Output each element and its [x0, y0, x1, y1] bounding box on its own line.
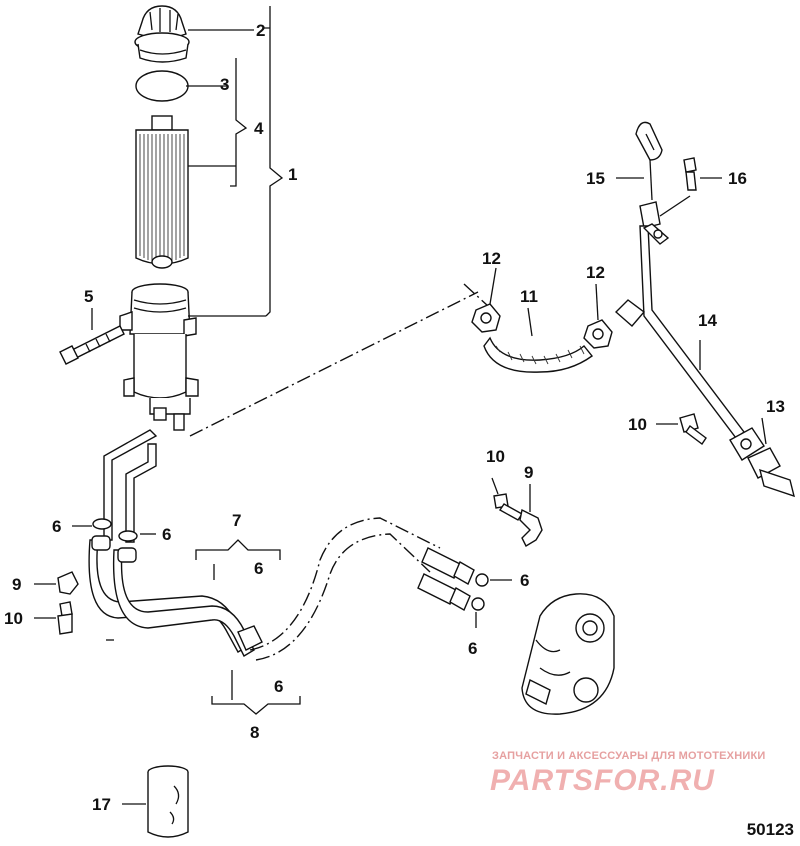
oil-line-upper: [103, 429, 158, 543]
callout-6-bracket-7: 6: [254, 559, 263, 578]
clip-9-center: [519, 508, 543, 547]
callout-12-left: 12: [482, 249, 501, 268]
callout-16: 16: [728, 169, 747, 188]
housing-bolt: [59, 325, 125, 365]
callout-7: 7: [232, 511, 241, 530]
callout-10-center: 10: [486, 447, 505, 466]
bracket-7: [195, 539, 281, 580]
filter-element: [135, 115, 189, 269]
callout-11: 11: [520, 287, 538, 306]
screw-16: [683, 157, 697, 191]
callout-1: 1: [288, 165, 297, 184]
bracket-8: [211, 670, 301, 715]
callout-10-right: 10: [628, 415, 647, 434]
screw-10-left: [57, 601, 73, 635]
tube-adapter: [729, 427, 795, 498]
callout-9-center: 9: [524, 463, 533, 482]
dipstick-tube: [614, 223, 745, 439]
callout-12-right: 12: [586, 263, 605, 282]
dipstick: [635, 121, 663, 229]
callout-6-right-a: 6: [520, 571, 529, 590]
screw-10-center: [493, 493, 524, 521]
callout-9-left: 9: [12, 575, 21, 594]
callout-15: 15: [586, 169, 605, 188]
bracket-1: [264, 6, 284, 317]
screw-10-right-tube: [679, 413, 707, 446]
callout-2: 2: [256, 21, 265, 40]
oil-pump: [521, 593, 615, 715]
callout-4: 4: [254, 119, 264, 138]
hose-clamp-left: [471, 303, 501, 333]
leader-lines: [34, 177, 767, 805]
oil-filter-cartridge: [147, 765, 189, 838]
callout-10-left: 10: [4, 609, 23, 628]
callout-8: 8: [250, 723, 259, 742]
vent-hose: [483, 336, 594, 373]
cap-seal-ring: [135, 70, 189, 102]
watermark-logo: PARTSFOR.RU: [490, 764, 715, 797]
callout-6-left: 6: [52, 517, 61, 536]
callout-13: 13: [766, 397, 785, 416]
callout-3: 3: [220, 75, 229, 94]
oil-filler-cap: [134, 5, 190, 63]
bracket-3-4: [230, 58, 248, 187]
callout-6-left-b: 6: [162, 525, 171, 544]
callout-6-right-b: 6: [468, 639, 477, 658]
diagram-reference-number: 50123: [746, 820, 794, 839]
callout-6-bracket-8: 6: [274, 677, 283, 696]
oil-line-hoses: [88, 535, 263, 657]
oil-line-route: [249, 517, 441, 661]
hose-clamp-right: [583, 319, 613, 349]
sealing-washers: [92, 518, 489, 611]
callout-5: 5: [84, 287, 93, 306]
filter-housing: [119, 283, 199, 431]
line-fittings: [417, 547, 475, 611]
clip-9-left: [57, 571, 79, 595]
watermark-tagline: ЗАПЧАСТИ И АКСЕССУАРЫ ДЛЯ МОТОТЕХНИКИ: [492, 750, 766, 762]
callout-14: 14: [698, 311, 717, 330]
routing-line: [189, 291, 479, 437]
callout-17: 17: [92, 795, 111, 814]
